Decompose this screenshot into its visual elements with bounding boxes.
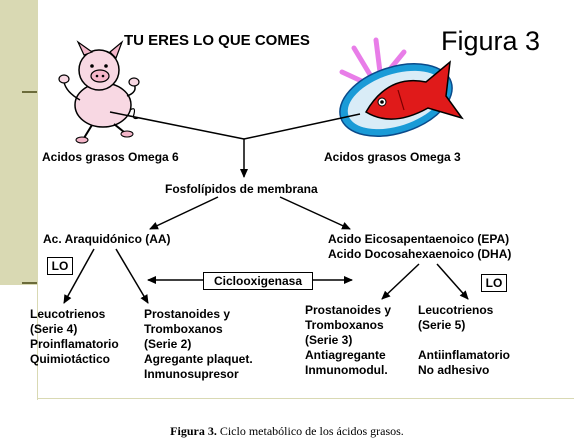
node-fosfolipidos: Fosfolípidos de membrana bbox=[165, 182, 318, 196]
block-line: Tromboxanos bbox=[144, 322, 223, 336]
block-line: Prostanoides y bbox=[305, 303, 392, 317]
leucotrienos-serie4: Leucotrienos (Serie 4) Proinflamatorio Q… bbox=[30, 307, 119, 367]
node-epa: Acido Eicosapentaenoico (EPA) bbox=[328, 232, 510, 246]
node-omega3: Acidos grasos Omega 3 bbox=[324, 150, 461, 164]
block-line: Prostanoides y bbox=[144, 307, 231, 321]
block-line: Tromboxanos bbox=[305, 318, 384, 332]
caption-label: Figura 3. bbox=[170, 424, 217, 438]
figure-label: Figura 3 bbox=[441, 26, 541, 56]
block-line: Antiinflamatorio bbox=[418, 348, 510, 362]
ciclooxigenasa-box: Ciclooxigenasa bbox=[203, 272, 313, 290]
block-line: Leucotrienos bbox=[418, 303, 494, 317]
block-line: (Serie 3) bbox=[305, 333, 353, 347]
slide-bottom-rule bbox=[37, 398, 574, 399]
caption-text: Ciclo metabólico de los ácidos grasos. bbox=[216, 424, 404, 438]
band-divider-bottom bbox=[22, 282, 37, 284]
node-omega6: Acidos grasos Omega 6 bbox=[42, 150, 179, 164]
block-line: Inmunosupresor bbox=[144, 367, 239, 381]
pig-icon bbox=[58, 40, 140, 144]
lo-box-left: LO bbox=[47, 257, 73, 275]
node-dha: Acido Docosahexaenoico (DHA) bbox=[328, 247, 512, 261]
fish-icon bbox=[339, 37, 464, 137]
diagram-connectors bbox=[63, 111, 469, 304]
band-divider-top bbox=[22, 91, 37, 93]
prostanoides-serie2: Prostanoides y Tromboxanos (Serie 2) Agr… bbox=[144, 307, 253, 382]
block-line: Proinflamatorio bbox=[30, 337, 119, 351]
prostanoides-serie3: Prostanoides y Tromboxanos (Serie 3) Ant… bbox=[305, 303, 391, 378]
node-araquidonico: Ac. Araquidónico (AA) bbox=[43, 232, 171, 246]
diagram-slide: TU ERES LO QUE COMES Figura 3 Acidos gra… bbox=[0, 0, 574, 400]
leucotrienos-serie5: Leucotrienos (Serie 5) Antiinflamatorio … bbox=[418, 303, 510, 378]
block-line: Antiagregante bbox=[305, 348, 386, 362]
slide-side-band bbox=[0, 0, 37, 285]
slide-left-rule bbox=[37, 0, 38, 400]
diagram-graphics bbox=[58, 37, 469, 304]
block-line: Leucotrienos bbox=[30, 307, 106, 321]
block-line: (Serie 5) bbox=[418, 318, 466, 332]
figure-caption: Figura 3. Ciclo metabólico de los ácidos… bbox=[0, 424, 574, 439]
block-line: Inmunomodul. bbox=[305, 363, 388, 377]
lo-box-right: LO bbox=[481, 274, 507, 292]
block-line: Agregante plaquet. bbox=[144, 352, 253, 366]
slide-title: TU ERES LO QUE COMES bbox=[124, 32, 310, 49]
block-line: No adhesivo bbox=[418, 363, 490, 377]
block-line: Quimiotáctico bbox=[30, 352, 111, 366]
block-line bbox=[418, 333, 510, 348]
block-line: (Serie 4) bbox=[30, 322, 78, 336]
block-line: (Serie 2) bbox=[144, 337, 192, 351]
